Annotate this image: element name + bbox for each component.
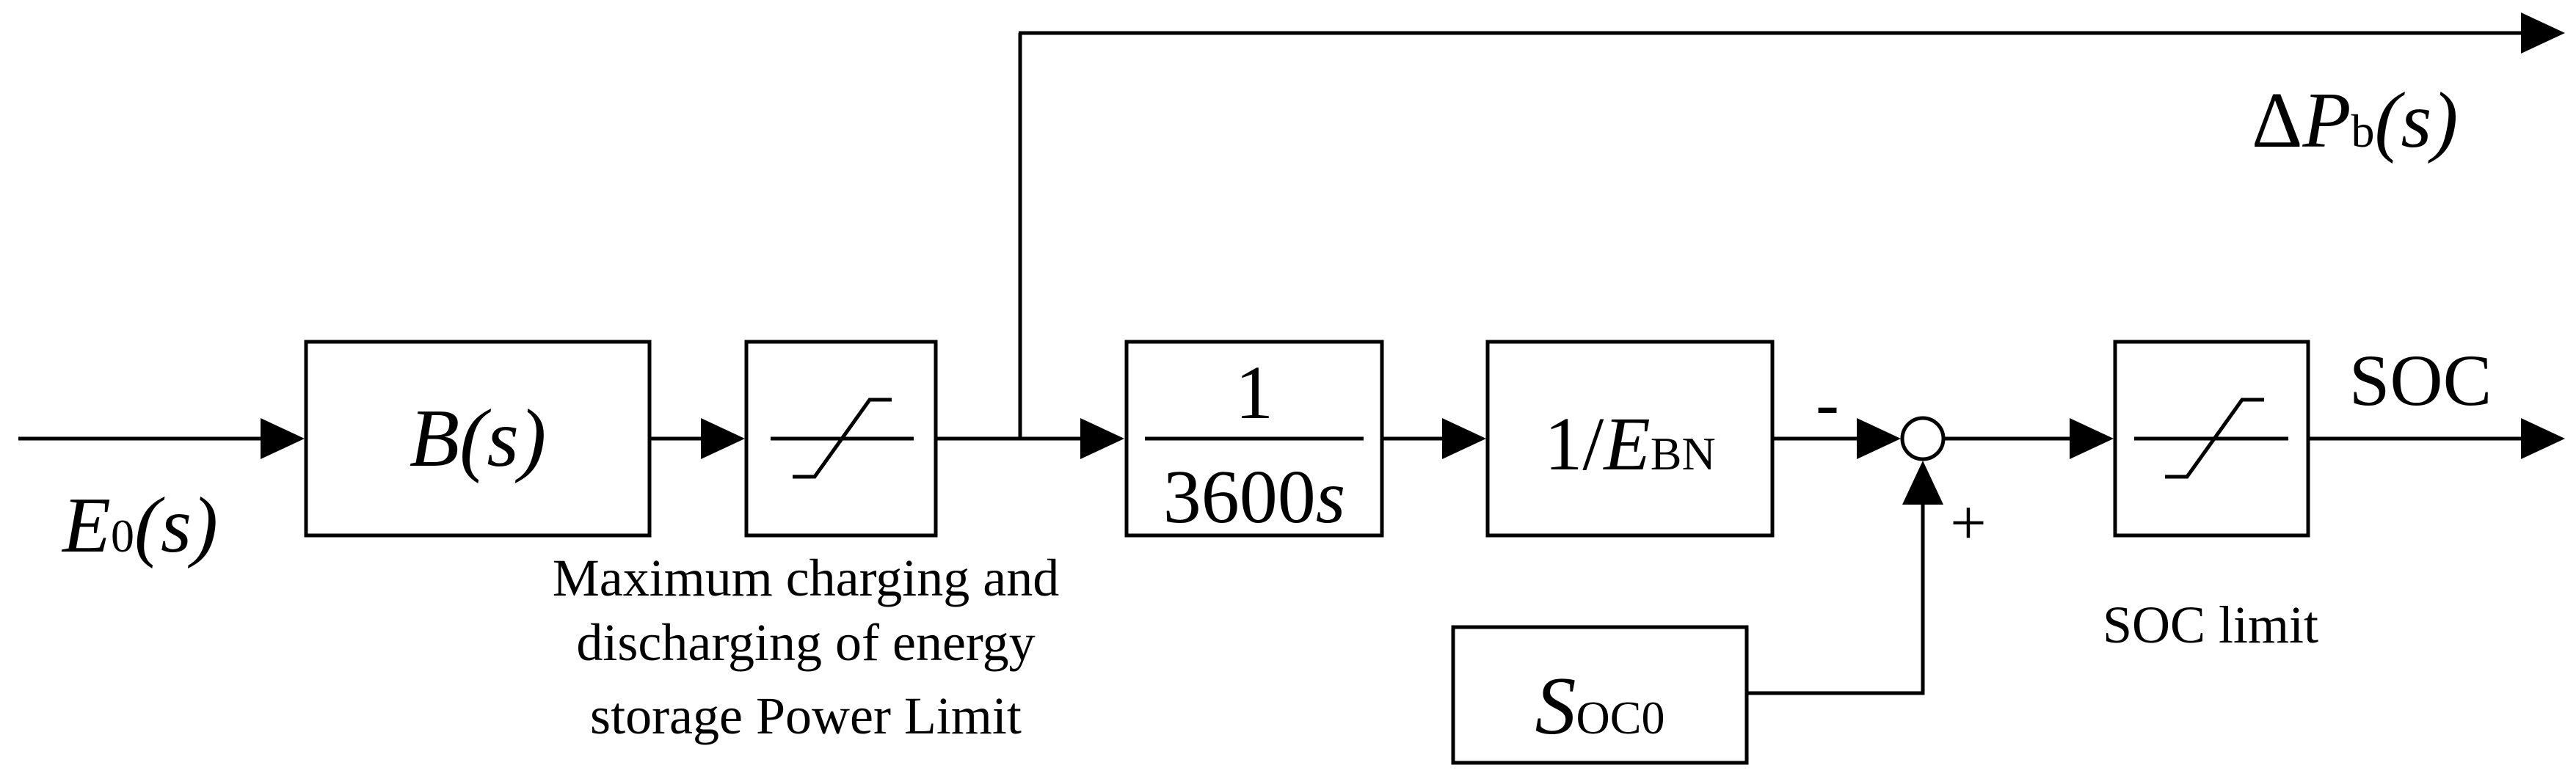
- energy-scale-label: 1/EBN: [1544, 402, 1715, 486]
- summing-junction: [1900, 416, 1946, 461]
- arrow-branch-to-integrator: [1080, 418, 1124, 459]
- input-arrow: [261, 418, 305, 459]
- integrator-denominator: 3600s: [1163, 455, 1345, 539]
- soc-output-arrow: [2521, 418, 2565, 459]
- saturation-icon: [793, 398, 892, 479]
- soc-limit-caption: SOC limit: [2103, 596, 2318, 654]
- energy-scale-block: [1485, 340, 1775, 538]
- soc-output-label: SOC: [2349, 340, 2492, 421]
- transfer-function-label: B(s): [410, 393, 547, 484]
- power-output-label: ΔPb(s): [2252, 77, 2458, 164]
- power-limit-caption-line-1: Maximum charging and: [553, 549, 1060, 607]
- power-limit-caption-line-3: storage Power Limit: [590, 687, 1022, 745]
- arrow-soc-initial-to-sum: [1902, 461, 1943, 505]
- input-label: E0(s): [61, 482, 218, 569]
- sum-minus-sign: -: [1816, 364, 1839, 442]
- sum-plus-sign: +: [1950, 488, 1987, 559]
- integrator-numerator: 1: [1235, 351, 1273, 435]
- soc-initial-label: SOC0: [1535, 661, 1665, 752]
- arrow-scale-to-sum: [1857, 418, 1901, 459]
- arrow-b-to-limiter: [701, 418, 745, 459]
- power-output-arrow: [2521, 12, 2565, 54]
- line-soc-initial-to-sum: [1747, 502, 1925, 695]
- power-limit-caption-line-2: discharging of energy: [576, 613, 1035, 672]
- arrow-sum-to-soc-limiter: [2070, 418, 2114, 459]
- arrow-integrator-to-scale: [1442, 418, 1486, 459]
- soc-saturation-icon: [2165, 398, 2264, 479]
